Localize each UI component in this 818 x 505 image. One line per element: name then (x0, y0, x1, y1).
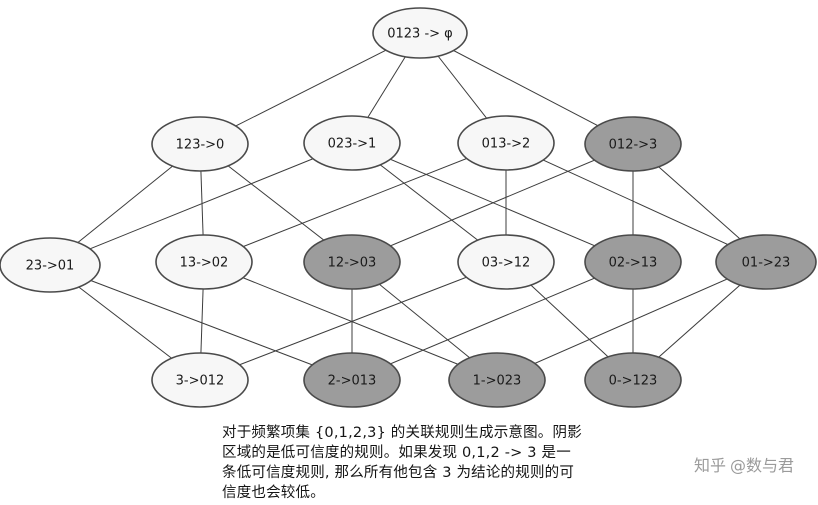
node-label: 3->012 (176, 374, 225, 389)
node-ellipse-shaded (715, 234, 817, 290)
node-ellipse (151, 352, 249, 408)
caption-line-3: 条低可信度规则, 那么所有他包含 3 为结论的规则的可 (222, 465, 575, 481)
rule-node-023-1: 023->1 (303, 115, 401, 171)
node-ellipse-shaded (584, 234, 682, 290)
node-label: 02->13 (609, 256, 658, 271)
rule-node-03-12: 03->12 (457, 234, 555, 290)
caption-line-2: 区域的是低可信度的规则。如果发现 0,1,2 -> 3 是一 (222, 445, 571, 461)
node-label: 03->12 (482, 256, 531, 271)
rule-node-13-02: 13->02 (155, 234, 253, 290)
rule-node-23-01: 23->01 (0, 237, 101, 293)
edge-013-2--13-02 (203, 142, 507, 263)
rule-node-01-23: 01->23 (715, 234, 817, 290)
watermark-handle: @数与君 (729, 456, 794, 475)
edge-root--123-0 (199, 32, 421, 145)
edge-13-02--1-023 (203, 261, 498, 381)
node-ellipse (372, 7, 468, 59)
node-label: 23->01 (26, 259, 75, 274)
caption-line-1: 对于频繁项集 {0,1,2,3} 的关联规则生成示意图。阴影 (222, 425, 582, 441)
rule-node-0-123: 0->123 (584, 352, 682, 408)
node-label: 01->23 (742, 256, 791, 271)
node-label: 0123 -> φ (387, 27, 453, 42)
rule-lattice-diagram: 0123 -> φ 123->0 023->1 013->2 012->3 23->01 1… (0, 7, 817, 408)
rule-node-root: 0123 -> φ (372, 7, 468, 59)
node-label: 12->03 (328, 256, 377, 271)
edge-23-01--2-013 (49, 264, 353, 381)
node-ellipse-shaded (303, 352, 401, 408)
rule-node-12-03: 12->03 (303, 234, 401, 290)
node-label: 023->1 (328, 137, 377, 152)
caption-line-4: 信度也会较低。 (222, 485, 325, 501)
rule-node-1-023: 1->023 (448, 352, 546, 408)
rule-node-02-13: 02->13 (584, 234, 682, 290)
rule-node-012-3: 012->3 (584, 116, 682, 172)
zhihu-brand-text: 知乎 (693, 456, 726, 475)
node-ellipse (457, 234, 555, 290)
node-label: 012->3 (609, 138, 658, 153)
node-ellipse (0, 237, 101, 293)
edge-012-3--12-03 (351, 143, 634, 263)
rule-node-2-013: 2->013 (303, 352, 401, 408)
node-ellipse (457, 115, 555, 171)
edge-02-13--2-013 (351, 261, 634, 381)
edge-03-12--3-012 (199, 261, 507, 381)
node-label: 2->013 (328, 374, 377, 389)
edge-013-2--01-23 (505, 142, 767, 263)
node-ellipse (155, 234, 253, 290)
node-ellipse-shaded (584, 352, 682, 408)
node-label: 123->0 (176, 138, 225, 153)
rule-node-123-0: 123->0 (151, 116, 249, 172)
node-ellipse-shaded (448, 352, 546, 408)
node-label: 1->023 (473, 374, 522, 389)
node-label: 013->2 (482, 137, 531, 152)
node-ellipse (151, 116, 249, 172)
rule-node-3-012: 3->012 (151, 352, 249, 408)
rule-node-013-2: 013->2 (457, 115, 555, 171)
edge-01-23--1-023 (496, 261, 767, 381)
caption: 对于频繁项集 {0,1,2,3} 的关联规则生成示意图。阴影 区域的是低可信度的… (222, 423, 594, 503)
watermark: 知乎@数与君 (694, 452, 794, 476)
node-ellipse (303, 115, 401, 171)
node-ellipse-shaded (303, 234, 401, 290)
node-label: 0->123 (609, 374, 658, 389)
node-ellipse-shaded (584, 116, 682, 172)
edge-023-1--23-01 (49, 142, 353, 266)
node-label: 13->02 (180, 256, 229, 271)
